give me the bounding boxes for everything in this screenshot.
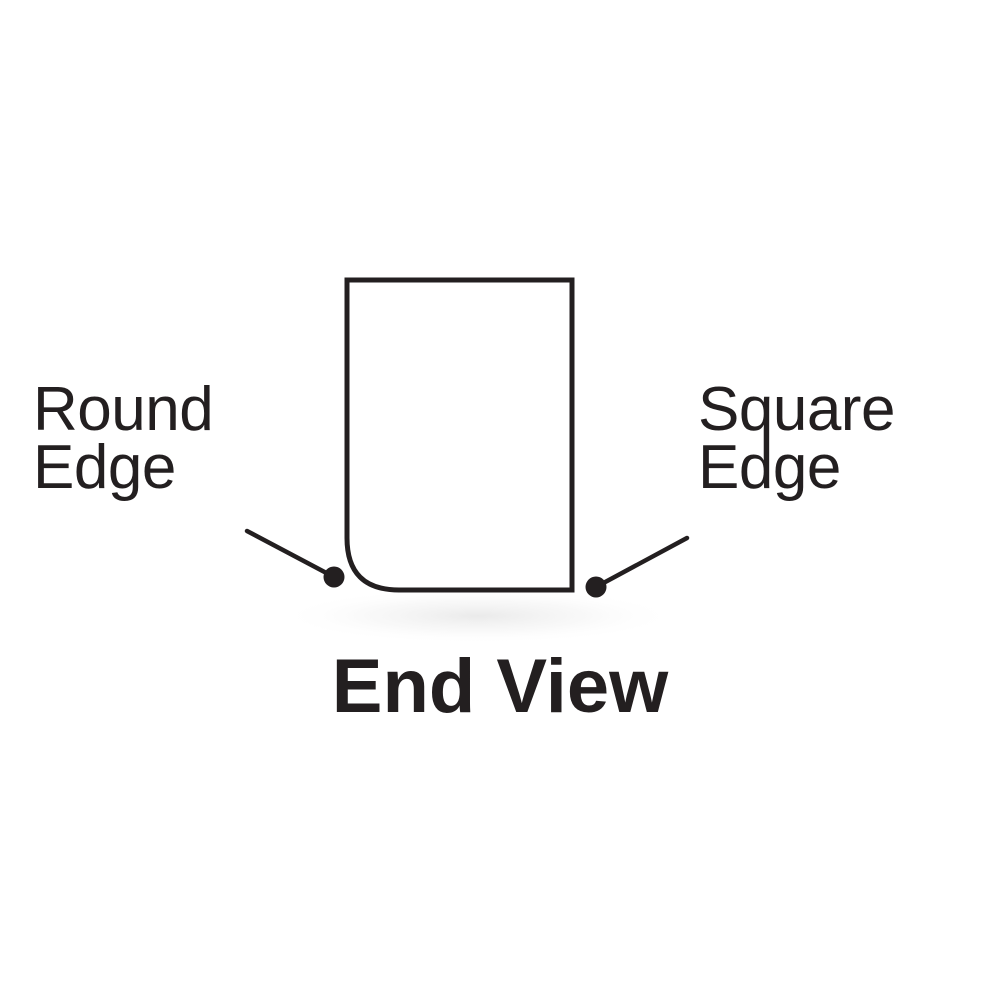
leader-line-square-edge <box>593 535 690 590</box>
scan-shadow <box>278 588 678 644</box>
callout-square-edge-line1: Square <box>698 375 895 444</box>
extrusion-profile-outline <box>344 277 575 593</box>
callout-round-edge-line2: Edge <box>33 433 176 502</box>
leader-dot-square-edge <box>585 576 607 598</box>
callout-square-edge-line2: Edge <box>698 433 841 502</box>
leader-dot-round-edge <box>323 566 345 588</box>
callout-label-round-edge: Round Edge <box>33 379 214 502</box>
leader-line-round-edge <box>244 528 337 580</box>
callout-round-edge-line1: Round <box>33 375 214 444</box>
callout-label-square-edge: Square Edge <box>698 379 895 502</box>
figure-caption: End View <box>331 644 669 729</box>
